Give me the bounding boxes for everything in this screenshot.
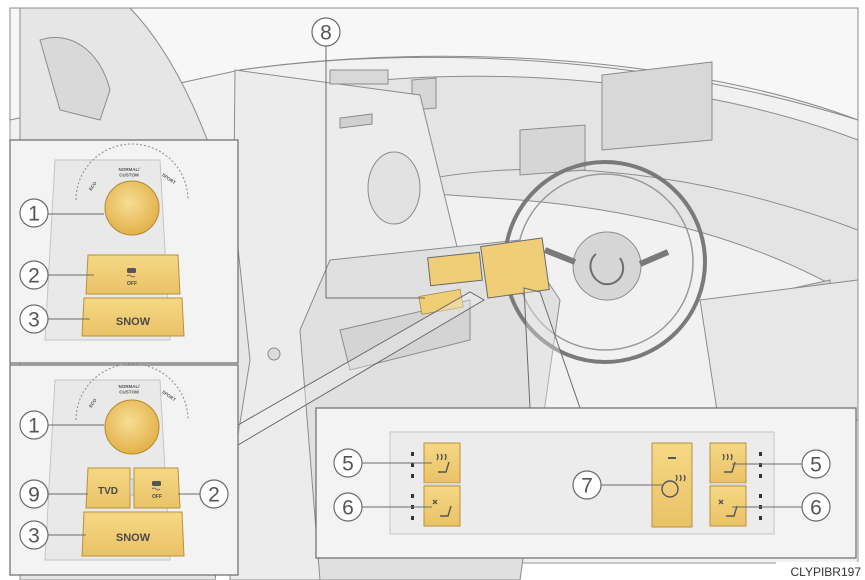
snow-label: SNOW	[116, 532, 151, 544]
snow-button[interactable]	[81, 297, 185, 337]
vsc-off-icon	[151, 481, 161, 491]
callout-2-top: 2	[28, 265, 40, 288]
tvd-button[interactable]	[85, 467, 131, 509]
dial-label-center-2: CUSTOM	[119, 173, 139, 178]
callout-3-top: 3	[28, 309, 40, 332]
vsc-off-label: OFF	[152, 494, 162, 500]
callout-6-right: 6	[810, 497, 822, 520]
callout-9: 9	[28, 484, 40, 507]
cabin-highlights	[418, 237, 550, 315]
inset-panel-seat-controls: 5 6 7 5 6	[315, 407, 857, 559]
callout-8: 8	[320, 22, 332, 45]
dial-label-left: ECO	[88, 397, 98, 408]
drive-mode-dial[interactable]	[104, 180, 160, 236]
dial-label-center: NORMAL/	[119, 167, 141, 172]
callout-1-bottom: 1	[28, 415, 40, 438]
seat-heater-button-right[interactable]	[709, 442, 747, 484]
callout-1-top: 1	[28, 203, 40, 226]
callout-7: 7	[581, 475, 593, 498]
callout-6-left: 6	[342, 497, 354, 520]
seat-ventilation-button-right[interactable]	[709, 485, 747, 527]
vsc-off-button[interactable]	[133, 467, 181, 509]
inset-panel-bottom: NORMAL/ CUSTOM ECO SPORT TVD OFF SNOW 1 …	[9, 363, 239, 576]
callout-2-bottom: 2	[208, 484, 220, 507]
callout-3-bottom: 3	[28, 525, 40, 548]
seat-heater-icon	[436, 453, 450, 473]
seat-fan-icon	[432, 499, 452, 517]
figure-code: CLYPIBR197	[791, 565, 862, 579]
inset-panel-top: NORMAL/ CUSTOM ECO SPORT OFF SNOW 1 2 3	[9, 139, 239, 364]
seat-ventilation-button-left[interactable]	[423, 485, 461, 527]
dial-label-center-2: CUSTOM	[119, 390, 139, 395]
callout-8-leader	[325, 45, 425, 299]
seat-fan-icon	[718, 499, 738, 517]
vsc-off-icon	[126, 268, 136, 278]
callout-5-left: 5	[342, 453, 354, 476]
seat-heater-icon	[722, 453, 736, 473]
callout-5-right: 5	[810, 454, 822, 477]
vsc-off-button[interactable]	[85, 254, 181, 295]
dial-label-left: ECO	[88, 180, 98, 191]
dial-label-center: NORMAL/	[119, 384, 141, 389]
steering-heater-icon	[661, 474, 686, 498]
snow-button[interactable]	[81, 511, 185, 557]
vsc-off-label: OFF	[127, 281, 137, 287]
drive-mode-dial[interactable]	[104, 399, 160, 455]
snow-label: SNOW	[116, 316, 151, 328]
tvd-label: TVD	[98, 486, 118, 497]
